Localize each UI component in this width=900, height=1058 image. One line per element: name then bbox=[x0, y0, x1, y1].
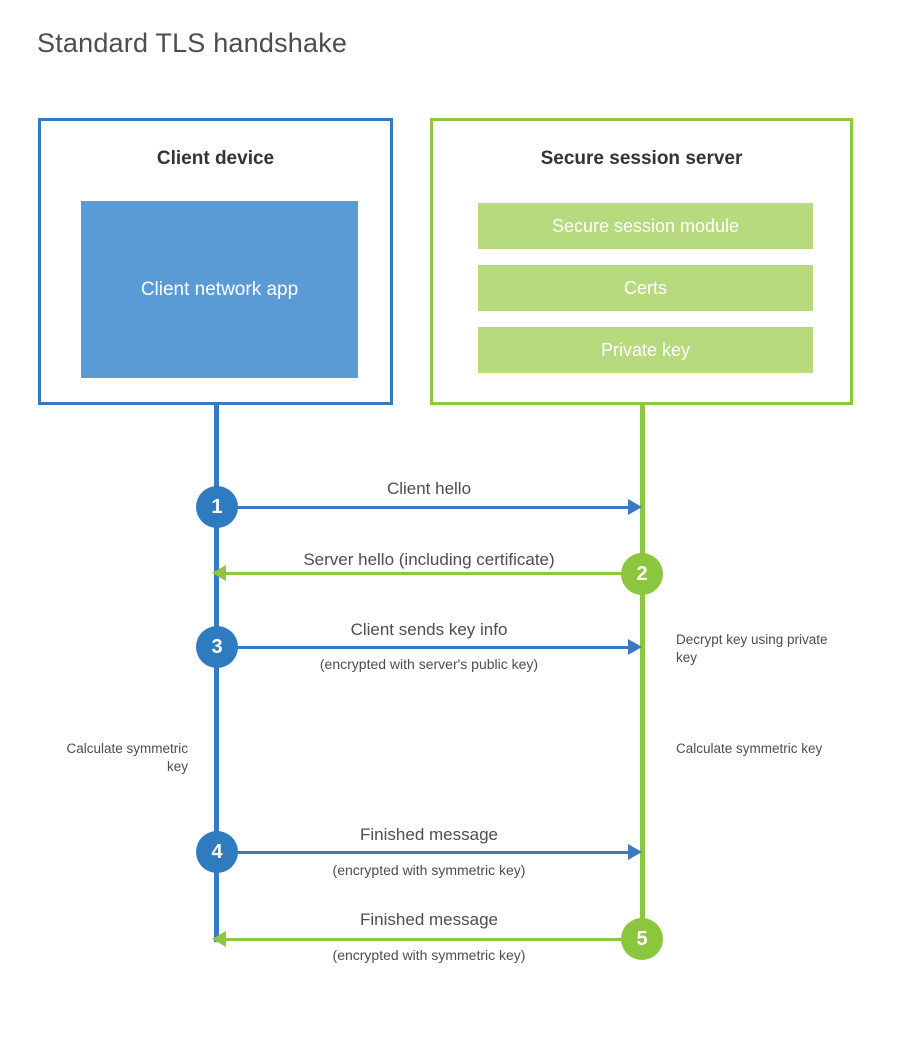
step-2-arrowhead-icon bbox=[212, 565, 226, 581]
step-2-label: Server hello (including certificate) bbox=[303, 550, 555, 569]
step-5-circle: 5 bbox=[621, 918, 663, 960]
step-1-label: Client hello bbox=[386, 479, 472, 498]
page-title: Standard TLS handshake bbox=[37, 28, 348, 58]
server-module-private-key: Private key bbox=[478, 327, 813, 373]
server-note-decrypt-key: Decrypt key using private key bbox=[676, 632, 828, 666]
step-4-arrowhead-icon bbox=[628, 844, 642, 860]
step-3-arrowhead-icon bbox=[628, 639, 642, 655]
step-2-circle: 2 bbox=[621, 553, 663, 595]
step-3-label: Client sends key info bbox=[350, 620, 508, 639]
step-4-label: Finished message bbox=[360, 825, 498, 844]
step-5-label: Finished message bbox=[360, 910, 498, 929]
client-device-box: Client device Client network app bbox=[38, 118, 393, 405]
server-lifeline bbox=[640, 405, 645, 942]
step-4-circle: 4 bbox=[196, 831, 238, 873]
server-note-calculate-symmetric-key: Calculate symmetric key bbox=[676, 741, 823, 756]
step-5-sublabel: (encrypted with symmetric key) bbox=[332, 947, 526, 963]
step-3-circle: 3 bbox=[196, 626, 238, 668]
client-network-app-block: Client network app bbox=[81, 201, 358, 378]
step-3-sublabel: (encrypted with server's public key) bbox=[319, 656, 539, 672]
client-device-title: Client device bbox=[156, 148, 275, 169]
client-note-calculate-symmetric-key: Calculate symmetric key bbox=[66, 741, 188, 775]
step-3-arrow-line bbox=[216, 646, 632, 649]
step-5-arrow-line bbox=[226, 938, 642, 941]
step-5-arrowhead-icon bbox=[212, 931, 226, 947]
step-1-circle: 1 bbox=[196, 486, 238, 528]
server-module-secure-session-module: Secure session module bbox=[478, 203, 813, 249]
server-module-certs: Certs bbox=[478, 265, 813, 311]
step-2-arrow-line bbox=[226, 572, 642, 575]
step-4-arrow-line bbox=[216, 851, 632, 854]
step-4-sublabel: (encrypted with symmetric key) bbox=[332, 862, 526, 878]
step-1-arrow-line bbox=[216, 506, 632, 509]
secure-session-server-box: Secure session server Secure session mod… bbox=[430, 118, 853, 405]
secure-session-server-title: Secure session server bbox=[540, 148, 743, 169]
client-lifeline bbox=[214, 405, 219, 942]
step-1-arrowhead-icon bbox=[628, 499, 642, 515]
